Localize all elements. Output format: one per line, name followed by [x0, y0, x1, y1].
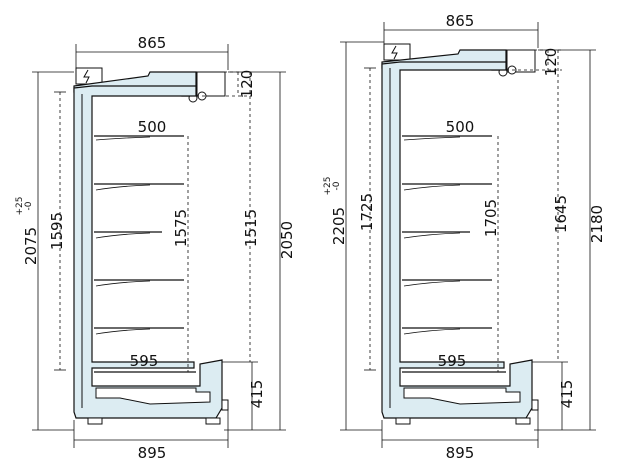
overall-height-label-right: 2205 — [330, 207, 348, 245]
canopy-height-label-right: 120 — [542, 48, 560, 77]
cabinet-body-right — [381, 61, 533, 419]
interior-height-label-right: 1725 — [358, 193, 376, 231]
shelves — [94, 135, 196, 373]
foot-right — [205, 417, 221, 425]
top-width-label-right: 865 — [446, 12, 475, 30]
top-width-label: 865 — [138, 34, 167, 52]
base-depth-label: 595 — [130, 352, 159, 370]
overall-height-label: 2075 — [22, 227, 40, 265]
electrical-box-right — [383, 43, 411, 61]
total-height-label-right: 2180 — [588, 205, 606, 243]
lightning-icon — [391, 45, 398, 60]
overall-tolerance-minus: -0 — [24, 201, 34, 210]
canopy-light-box — [196, 71, 226, 97]
cabinet-right: 865 — [323, 12, 606, 462]
foot-left — [87, 417, 103, 425]
shelf-span-height-label-right: 1705 — [482, 199, 500, 237]
cabinet-body — [73, 85, 223, 419]
display-height-label: 1515 — [242, 209, 260, 247]
overall-tolerance-minus-right: -0 — [332, 181, 342, 190]
base-height-label-right: 415 — [558, 380, 576, 409]
base-trough — [95, 387, 211, 405]
overall-tolerance-plus: +25 — [15, 197, 25, 216]
shelf-depth-label: 500 — [138, 118, 167, 136]
base-height-label: 415 — [248, 380, 266, 409]
bottom-width-label-right: 895 — [446, 444, 475, 462]
bottom-width-label: 895 — [138, 444, 167, 462]
overall-tolerance-plus-right: +25 — [323, 177, 333, 196]
drain-outlet — [221, 399, 229, 411]
canopy-height-label: 120 — [238, 70, 256, 99]
interior-height-label: 1595 — [48, 212, 66, 250]
total-height-label: 2050 — [278, 221, 296, 259]
shelf-depth-label-right: 500 — [446, 118, 475, 136]
base-depth-label-right: 595 — [438, 352, 467, 370]
shelves-right — [402, 135, 506, 373]
cabinet-left: 865 — [15, 34, 296, 462]
lightning-icon — [83, 69, 90, 84]
electrical-box — [75, 67, 103, 85]
display-height-label-right: 1645 — [552, 195, 570, 233]
shelf-span-height-label: 1575 — [172, 209, 190, 247]
